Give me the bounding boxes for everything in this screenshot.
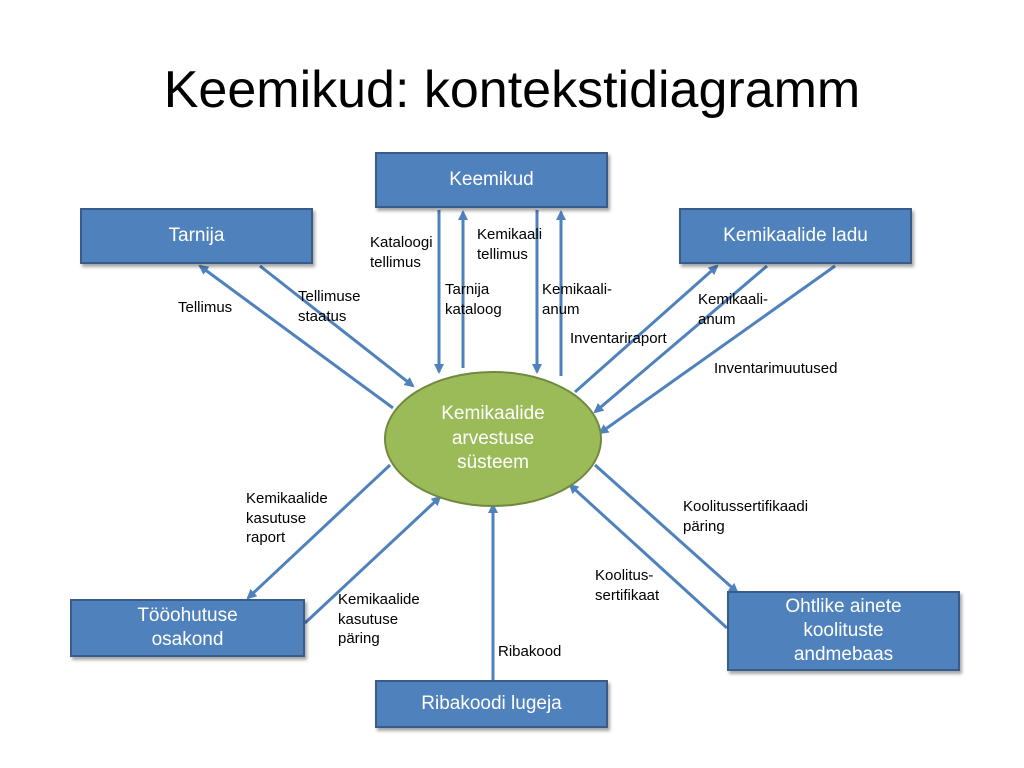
flow-label-koolitus-sertifikaat: Koolitus- sertifikaat: [595, 567, 660, 604]
entity-ohtlike-ainete-andmebaas: Ohtlike ainete koolituste andmebaas: [727, 591, 960, 671]
flow-label-kasutuse-raport: Kemikaalide kasutuse raport: [246, 490, 328, 546]
arrow-tellimuse-staatus: [259, 264, 415, 388]
flow-label-inventarimuutused: Inventarimuutused: [714, 360, 838, 377]
arrow-inventariraport: [574, 264, 719, 394]
arrow-inventarimuutused: [598, 264, 836, 435]
flow-label-tellimuse-staatus: Tellimuse staatus: [298, 288, 361, 325]
flow-label-koolitussertifikaadi-paring: Koolitussertifikaadi päring: [683, 498, 809, 535]
flow-label-tarnija-kataloog: Tarnija kataloog: [445, 281, 502, 318]
arrow-tellimus: [198, 264, 394, 410]
entity-ribakoodi-lugeja: Ribakoodi lugeja: [375, 680, 608, 728]
flow-label-kataloogi-tellimus: Kataloogi tellimus: [370, 234, 433, 271]
entity-keemikud: Keemikud: [375, 152, 608, 208]
arrow-koolitussertifikaadi-paring: [594, 463, 739, 594]
process-kemikaalide-arvestuse-susteem: Kemikaalide arvestuse süsteem: [384, 371, 602, 507]
arrow-koolitus-sertifikaat: [568, 483, 729, 630]
flow-label-inventariraport: Inventariraport: [570, 330, 667, 347]
flow-label-kemikaali-anum-1: Kemikaali- anum: [542, 281, 613, 318]
arrow-kemikaali-anum-2: [593, 264, 768, 414]
entity-tooohutuse-osakond: Tööohutuse osakond: [70, 599, 305, 657]
flow-label-tellimus: Tellimus: [178, 299, 233, 316]
entity-kemikaalide-ladu: Kemikaalide ladu: [679, 208, 912, 264]
arrow-kasutuse-raport: [246, 463, 392, 600]
flow-label-kemikaali-anum-2: Kemikaali- anum: [698, 291, 769, 328]
entity-tarnija: Tarnija: [80, 208, 313, 264]
slide-title: Keemikud: kontekstidiagramm: [163, 61, 861, 119]
flow-label-kasutuse-paring: Kemikaalide kasutuse päring: [338, 591, 420, 647]
flow-label-kemikaali-tellimus: Kemikaali tellimus: [477, 226, 543, 263]
flow-label-ribakood: Ribakood: [498, 643, 562, 660]
arrow-kasutuse-paring: [303, 495, 442, 625]
